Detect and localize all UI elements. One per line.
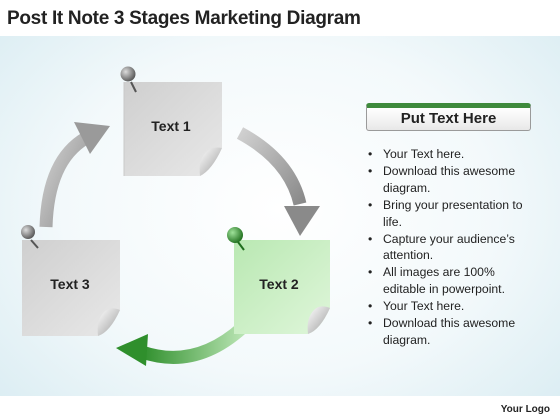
pushpin-gray-icon xyxy=(21,225,39,249)
arrow-2-to-3 xyxy=(116,323,247,366)
bullet-item: Capture your audience’s attention. xyxy=(366,231,536,265)
note-label-3: Text 3 xyxy=(50,276,90,292)
page-title: Post It Note 3 Stages Marketing Diagram xyxy=(7,8,361,29)
note-text-2 xyxy=(234,240,330,334)
note-label-2: Text 2 xyxy=(259,276,299,292)
note-text-3 xyxy=(22,240,120,336)
bullet-item: Your Text here. xyxy=(366,146,536,163)
panel-header: Put Text Here xyxy=(366,103,531,131)
footer-logo: Your Logo xyxy=(500,404,550,415)
arrow-3-to-1 xyxy=(39,122,110,228)
bullet-item: Your Text here. xyxy=(366,298,536,315)
bullet-item: Bring your presentation to life. xyxy=(366,197,536,231)
bullet-list: Your Text here. Download this awesome di… xyxy=(366,146,536,349)
pushpin-gray-icon xyxy=(120,66,137,93)
arrow-1-to-2 xyxy=(236,127,320,236)
note-label-1: Text 1 xyxy=(151,118,191,134)
pushpin-green-icon xyxy=(227,227,245,251)
bullet-item: All images are 100% editable in powerpoi… xyxy=(366,264,536,298)
footer-band xyxy=(0,396,560,420)
bullet-item: Download this awesome diagram. xyxy=(366,163,536,197)
bullet-item: Download this awesome diagram. xyxy=(366,315,536,349)
note-text-1 xyxy=(123,82,222,176)
panel-header-text: Put Text Here xyxy=(400,110,497,127)
